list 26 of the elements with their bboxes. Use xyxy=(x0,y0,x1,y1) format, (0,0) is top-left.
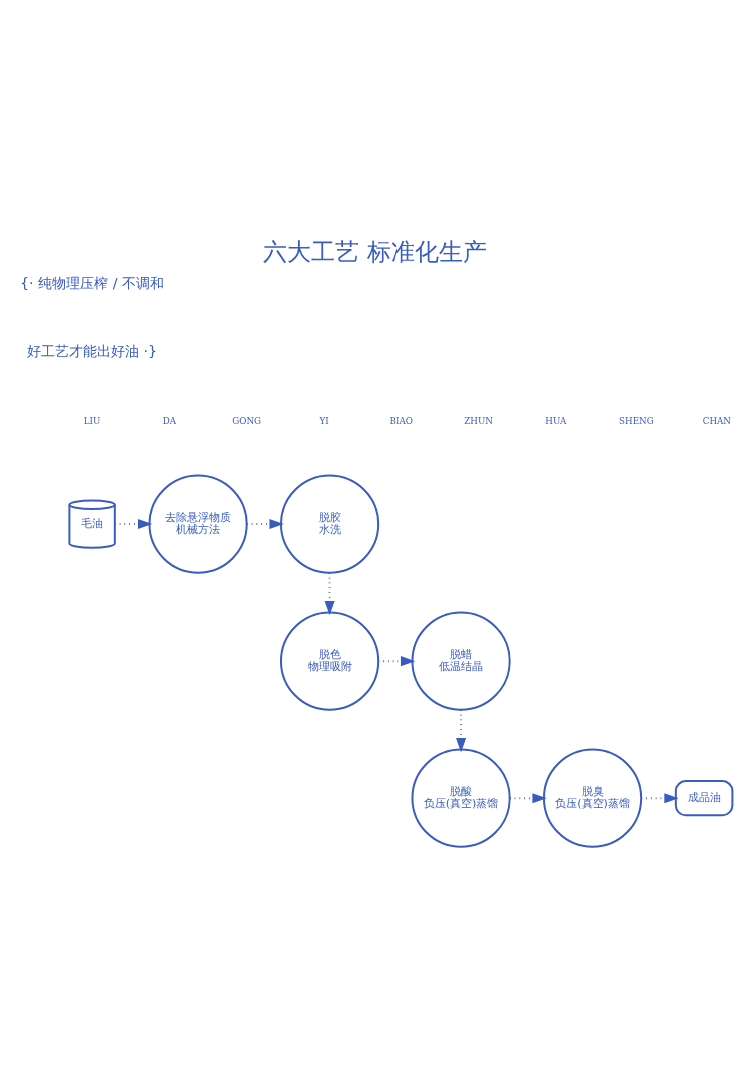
label: 好工艺才能出好油 ·} xyxy=(26,342,158,359)
label: CHAN xyxy=(702,415,732,425)
node-circle: 脱胶 水洗 xyxy=(279,473,380,574)
node-circle: 脱蜡 低温结晶 xyxy=(411,611,511,711)
arrow xyxy=(324,571,335,615)
label: HUA xyxy=(545,415,567,425)
arrow xyxy=(377,655,416,666)
arrow xyxy=(113,518,153,529)
diagram-title: 六大工艺 标准化生产 xyxy=(263,237,487,265)
node-circle: 脱色 物理吸附 xyxy=(279,611,380,711)
node-circle: 脱臭 负压(真空)蒸馏 xyxy=(542,748,643,848)
label: LIU xyxy=(83,415,101,425)
arrow xyxy=(456,708,467,752)
node-circle: 去除悬浮物质 机械方法 xyxy=(148,473,248,574)
arrow xyxy=(640,792,679,803)
node-circle: 脱酸 负压(真空)蒸馏 xyxy=(411,748,511,848)
label: YI xyxy=(319,415,329,425)
label: SHENG xyxy=(619,415,654,425)
label: ZHUN xyxy=(464,415,493,425)
node-box: 成品油 xyxy=(674,779,734,816)
arrow xyxy=(508,792,547,803)
arrow xyxy=(245,518,284,529)
label: BIAO xyxy=(389,415,413,425)
label: DA xyxy=(162,415,177,425)
label: {· 纯物理压榨 / 不调和 xyxy=(20,274,165,291)
label: GONG xyxy=(232,415,262,425)
